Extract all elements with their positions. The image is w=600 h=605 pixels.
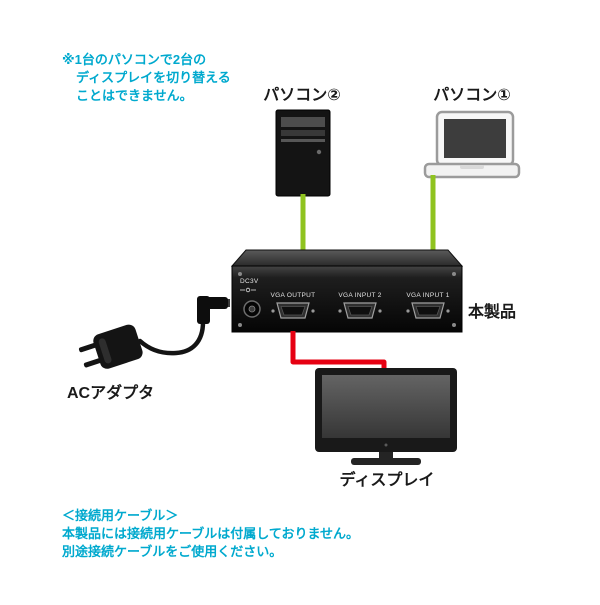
tower-drive-bay bbox=[281, 130, 325, 136]
laptop-screen bbox=[444, 119, 506, 158]
vga-output-label: VGA OUTPUT bbox=[271, 292, 316, 299]
bottom-note-line3: 別途接続ケーブルをご使用ください。 bbox=[61, 544, 282, 559]
monitor-logo-icon bbox=[384, 443, 388, 447]
vga-switch-illustration: DC3V VGA OUTPUT VGA INPUT 2 VGA INPUT 1 bbox=[230, 249, 464, 333]
ac-adapter-cord bbox=[137, 319, 206, 356]
monitor-screen bbox=[322, 375, 450, 438]
display-label: ディスプレイ bbox=[340, 470, 435, 489]
vga-input1-port bbox=[406, 302, 450, 319]
top-note-line1: ※1台のパソコンで2台の bbox=[62, 52, 206, 67]
plug-prong bbox=[78, 342, 99, 353]
top-note: ※1台のパソコンで2台の ディスプレイを切り替える ことはできません。 bbox=[62, 52, 231, 103]
bottom-note-line1: ＜接続用ケーブル＞ bbox=[62, 508, 178, 523]
monitor-stand-base bbox=[351, 458, 421, 465]
monitor-stand-neck bbox=[379, 452, 393, 459]
vga-output-port bbox=[271, 302, 315, 319]
tower-pc-illustration bbox=[275, 109, 331, 197]
panel-screw-icon bbox=[452, 323, 456, 327]
dc-jack bbox=[243, 300, 261, 318]
tower-power-button-icon bbox=[316, 149, 322, 155]
laptop-illustration bbox=[423, 110, 521, 179]
tower-drive-bay bbox=[281, 117, 325, 127]
ac-adapter-label: ACアダプタ bbox=[67, 383, 154, 402]
bottom-note-line2: 本製品には接続用ケーブルは付属しておりません。 bbox=[62, 526, 359, 541]
product-label: 本製品 bbox=[468, 302, 516, 321]
vga-input2-port bbox=[338, 302, 382, 319]
vga-input1-label: VGA INPUT 1 bbox=[406, 292, 449, 299]
vga-input2-label: VGA INPUT 2 bbox=[338, 292, 381, 299]
panel-screw-icon bbox=[238, 323, 242, 327]
dc-port-label: DC3V bbox=[240, 278, 259, 285]
dc-l-plug bbox=[197, 296, 230, 324]
ac-adapter-illustration bbox=[78, 296, 230, 369]
laptop-hinge bbox=[460, 165, 484, 169]
panel-screw-icon bbox=[452, 272, 456, 276]
pc1-label: パソコン① bbox=[433, 86, 511, 104]
bottom-note: ＜接続用ケーブル＞ 本製品には接続用ケーブルは付属しておりません。 別途接続ケー… bbox=[61, 508, 359, 559]
display-illustration bbox=[315, 368, 457, 465]
dc-polarity-icon bbox=[240, 287, 256, 293]
adapter-highlight bbox=[98, 338, 112, 364]
pc2-label: パソコン② bbox=[263, 86, 341, 104]
plug-prong bbox=[83, 357, 104, 368]
top-note-line2: ディスプレイを切り替える bbox=[76, 70, 231, 85]
panel-screw-icon bbox=[238, 272, 242, 276]
tower-vent bbox=[281, 139, 325, 142]
top-note-line3: ことはできません。 bbox=[76, 88, 193, 103]
